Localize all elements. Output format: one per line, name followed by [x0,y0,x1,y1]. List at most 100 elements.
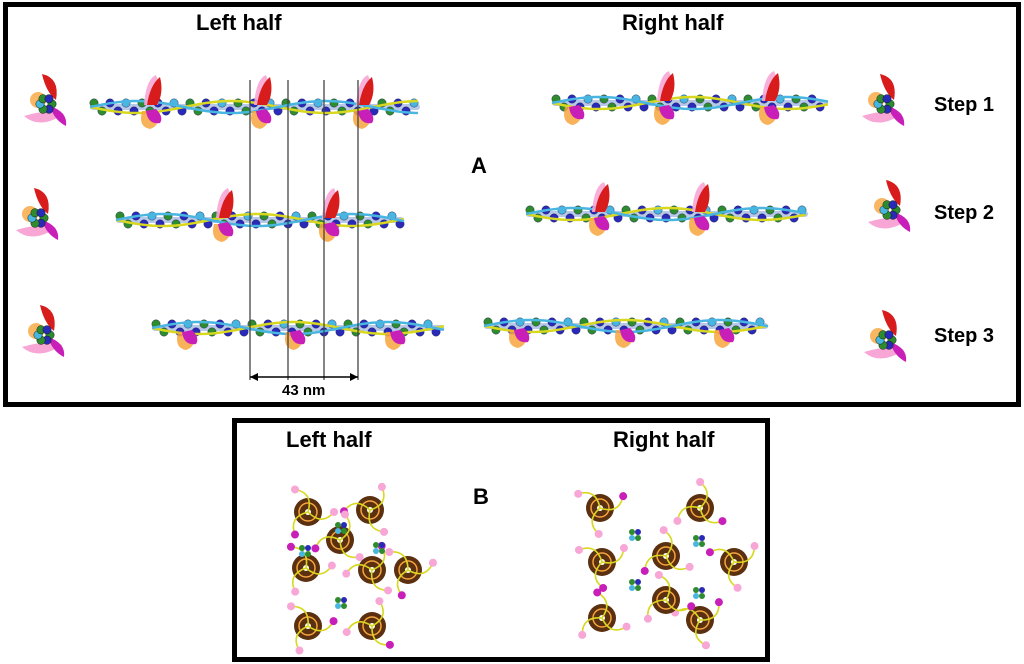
rosette-head [311,544,320,553]
step-3-label: Step 3 [934,325,995,347]
rosette-head [733,583,742,592]
thin-bead [693,541,699,547]
lattice-thin-3 [335,597,347,609]
helix-strand-cyan [551,95,829,111]
thin-bead [629,579,635,585]
rosette-head [397,591,406,600]
end-bead [888,200,898,210]
lattice-thin-10 [629,529,641,541]
panel-b-right-header: Right half [613,427,715,452]
lattice-filament-11 [673,478,727,526]
rosette-head [594,529,603,538]
myosin-head-magenta [620,328,636,343]
end-head-magenta [42,220,59,240]
lattice-filament-6 [385,548,437,600]
thin-bead [699,541,705,547]
thin-bead [629,535,635,541]
myosin-head-magenta [594,216,610,231]
filament-end-view-4 [868,180,911,232]
helix-strand-yellow [551,95,829,111]
panel-b-left-header: Left half [286,427,372,452]
rosette-head [342,628,351,637]
rosette-head [718,517,727,526]
myosin-head-magenta [290,330,306,345]
myosin-head-magenta [569,105,585,120]
lattice-filament-15 [578,588,631,639]
myosin-head-red [257,77,272,105]
rosette-head [619,544,628,553]
rosette-head [659,526,668,535]
lattice-filament-2 [286,542,336,596]
lattice-filament-1 [340,482,389,536]
rosette-ring [690,610,710,630]
thin-bead [693,535,699,541]
thin-bead [341,603,347,609]
end-head-magenta [894,212,911,232]
thin-bead [341,528,347,534]
end-head-magenta [888,106,905,126]
myosin-head-magenta [719,328,735,343]
thin-bead [699,535,705,541]
myosin-head-red [660,73,675,101]
myosin-head-magenta [218,222,234,237]
end-head-red [882,310,897,336]
rosette-head [685,562,694,571]
rosette-head [327,561,336,570]
rosette-head [384,586,393,595]
end-head-red [880,74,895,100]
myosin-head-red [695,184,710,212]
rosette-head [291,587,300,596]
thin-bead [335,528,341,534]
rosette-head [385,548,394,557]
thick-filament-5 [151,319,445,350]
helix-strand-yellow [115,212,405,228]
rosette-head [287,602,296,611]
rosette-ring [590,498,610,518]
thin-bead [299,545,305,551]
lattice-filament-7 [311,510,364,562]
thin-bead [693,587,699,593]
thin-bead [629,529,635,535]
rosette-ring [690,498,710,518]
thin-bead [635,579,641,585]
thin-bead [693,593,699,599]
thin-bead [341,522,347,528]
lattice-thin-2 [373,542,385,554]
rosette-head [330,508,338,516]
rosette-ring [298,502,318,522]
end-head-red [34,188,49,214]
filament-end-view-2 [862,74,905,126]
lattice-filament-14 [705,542,759,592]
thick-filament-6 [483,317,769,348]
rosette-head [574,489,583,498]
thin-bead [635,585,641,591]
end-head-magenta [890,342,907,362]
rosette-head [295,646,304,655]
thin-bead [629,585,635,591]
myosin-head-red [325,190,340,218]
lattice-filament-17 [643,571,696,623]
rosette-head [599,583,608,592]
thin-bead [335,522,341,528]
panel-a-letter: A [471,153,487,178]
myosin-head-magenta [659,105,675,120]
rosette-head [673,516,682,525]
myosin-head-magenta [182,330,198,345]
thin-bead [699,593,705,599]
thin-bead [373,542,379,548]
thick-filament-2 [551,71,829,125]
thin-bead [379,542,385,548]
thin-bead [373,548,379,554]
lattice-thin-13 [693,587,705,599]
rosette-ring [592,552,612,572]
rosette-ring [398,560,418,580]
rosette-head [696,478,705,487]
panel-a-right-header: Right half [622,10,724,35]
end-head-red [40,305,55,331]
rosette-head [574,545,583,554]
lattice-thin-12 [629,579,641,591]
lattice-filament-10 [574,489,628,538]
rosette-head [286,542,295,551]
rosette-head [355,553,364,562]
